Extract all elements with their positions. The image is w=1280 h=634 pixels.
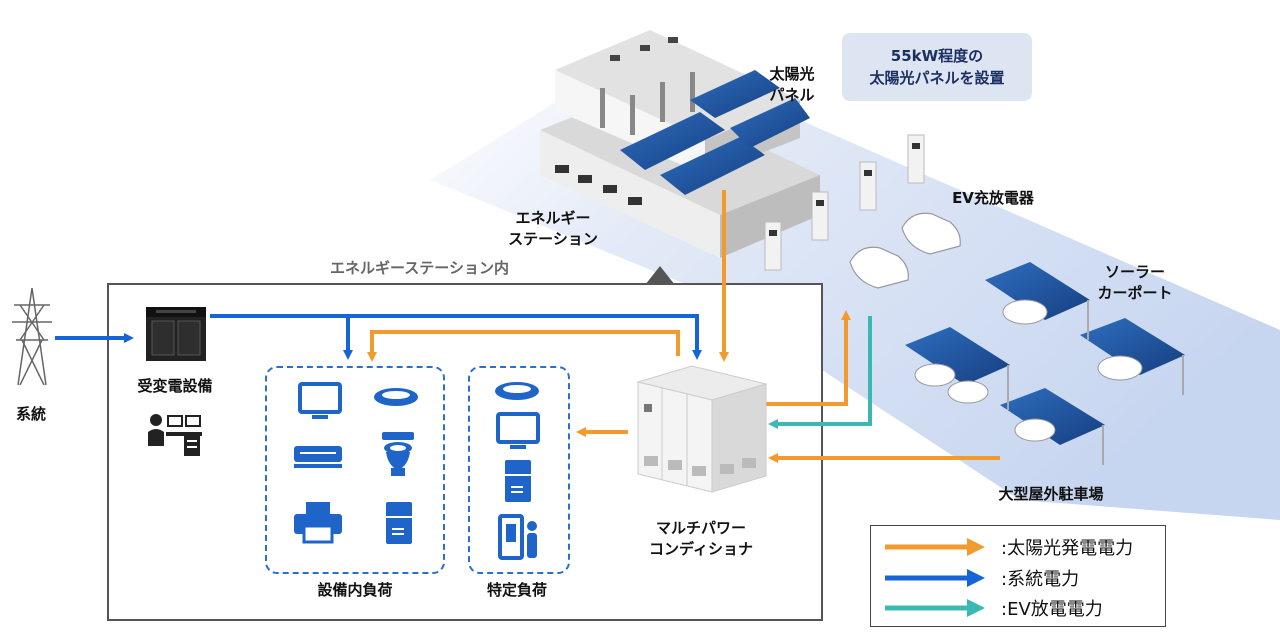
facility-load-label: 設備内負荷 (317, 581, 393, 599)
legend-ev-label: :EV放電電力 (1001, 599, 1103, 620)
transmission-tower-icon (12, 287, 52, 386)
solar-carports (905, 262, 1185, 465)
pcs-to-facility-solar-line (367, 330, 680, 362)
solar-carport-label: ソーラー カーポート (1097, 263, 1173, 302)
specific-load-label: 特定負荷 (486, 581, 547, 599)
ceiling-light-icon (374, 388, 418, 406)
power-conditioner-icon (636, 365, 768, 493)
pcs-label: マルチパワー コンディショナ (649, 519, 753, 558)
air-conditioner-icon (294, 446, 342, 468)
legend-grid-label: :系統電力 (1001, 569, 1080, 590)
facility-load-group (265, 366, 445, 574)
parking-label: 大型屋外駐車場 (998, 485, 1104, 503)
solar-capacity-callout: 55kW程度の 太陽光パネルを設置 (842, 33, 1032, 101)
ev-cars (849, 212, 961, 289)
refrigerator-icon (386, 502, 412, 544)
toilet-icon (382, 432, 414, 476)
grid-label: 系統 (15, 405, 46, 423)
frame-pointer (645, 266, 675, 285)
legend-ev: :EV放電電力 (881, 593, 1161, 623)
frame-title: エネルギーステーション内 (330, 259, 509, 277)
legend-solar-label: :太陽光発電電力 (1001, 538, 1134, 559)
energy-station-building (540, 30, 820, 258)
monitor-icon (496, 412, 540, 449)
printer-icon (294, 502, 342, 544)
grid-supply-line (210, 314, 702, 360)
pcs-to-ev-solar-line (766, 310, 851, 406)
energy-station-label: エネルギー ステーション (508, 209, 598, 248)
substation-icon (146, 307, 206, 361)
ev-charger-label: EV充放電器 (952, 189, 1034, 207)
solar-panel-label: 太陽光 パネル (769, 65, 815, 104)
operator-icon (148, 414, 202, 456)
vending-machine-icon (498, 514, 537, 560)
legend-solar: :太陽光発電電力 (881, 532, 1161, 562)
ev-to-pcs-line (768, 316, 872, 429)
substation-label: 受変電設備 (137, 377, 213, 395)
legend-grid: :系統電力 (881, 563, 1161, 593)
specific-load-group (468, 366, 570, 574)
monitor-icon (298, 382, 342, 419)
refrigerator-icon (505, 460, 531, 502)
ceiling-light-icon (495, 382, 539, 400)
legend: :太陽光発電電力 :系統電力 :EV放電電力 (870, 525, 1166, 627)
